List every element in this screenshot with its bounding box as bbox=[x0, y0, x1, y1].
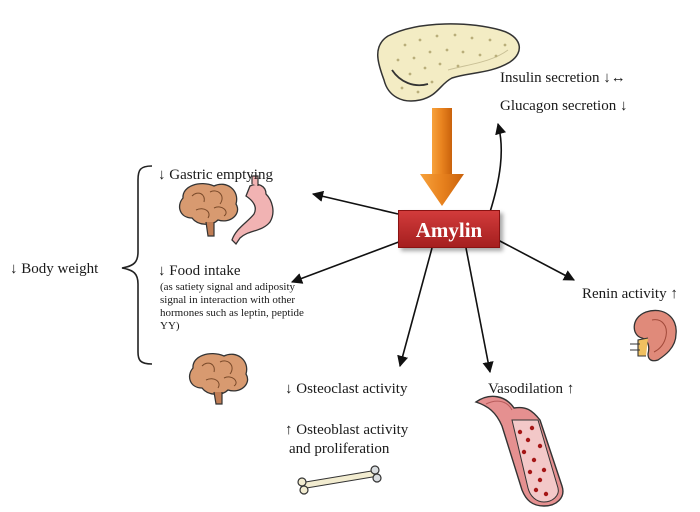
bone-icon bbox=[297, 465, 382, 495]
proliferation-label: and proliferation bbox=[289, 441, 390, 457]
arrow-to-gastric bbox=[311, 190, 399, 215]
osteoclast-label: ↓ Osteoclast activity bbox=[285, 381, 408, 397]
stomach-icon bbox=[231, 175, 274, 246]
body-weight-brace bbox=[121, 165, 153, 365]
arrow-to-bone bbox=[397, 247, 433, 368]
pancreas-icon bbox=[377, 23, 520, 102]
renin-activity-label: Renin activity ↑ bbox=[582, 286, 678, 302]
brain-icon bbox=[188, 353, 249, 405]
kidney-icon bbox=[630, 309, 677, 362]
food-intake-label: ↓ Food intake bbox=[158, 263, 241, 279]
blood-vessel-icon bbox=[474, 395, 564, 507]
amylin-box: Amylin bbox=[398, 210, 500, 248]
body-weight-label: ↓ Body weight bbox=[10, 261, 99, 277]
arrow-to-vasodilation bbox=[465, 247, 494, 374]
gastric-emptying-label: ↓ Gastric emptying bbox=[158, 167, 273, 183]
insulin-secretion-label: Insulin secretion ↓↔ bbox=[500, 70, 626, 86]
osteoblast-label: ↑ Osteoblast activity bbox=[285, 422, 409, 438]
arrow-to-renin bbox=[497, 239, 575, 281]
vasodilation-label: Vasodilation ↑ bbox=[488, 381, 575, 397]
arrow-to-pancreas-effects bbox=[489, 122, 507, 213]
food-intake-note: (as satiety signal and adiposity signal … bbox=[160, 281, 304, 332]
secretion-arrow bbox=[420, 108, 464, 206]
arrow-to-food-intake bbox=[290, 239, 405, 284]
glucagon-secretion-label: Glucagon secretion ↓ bbox=[500, 98, 628, 114]
brain-icon bbox=[178, 183, 239, 237]
